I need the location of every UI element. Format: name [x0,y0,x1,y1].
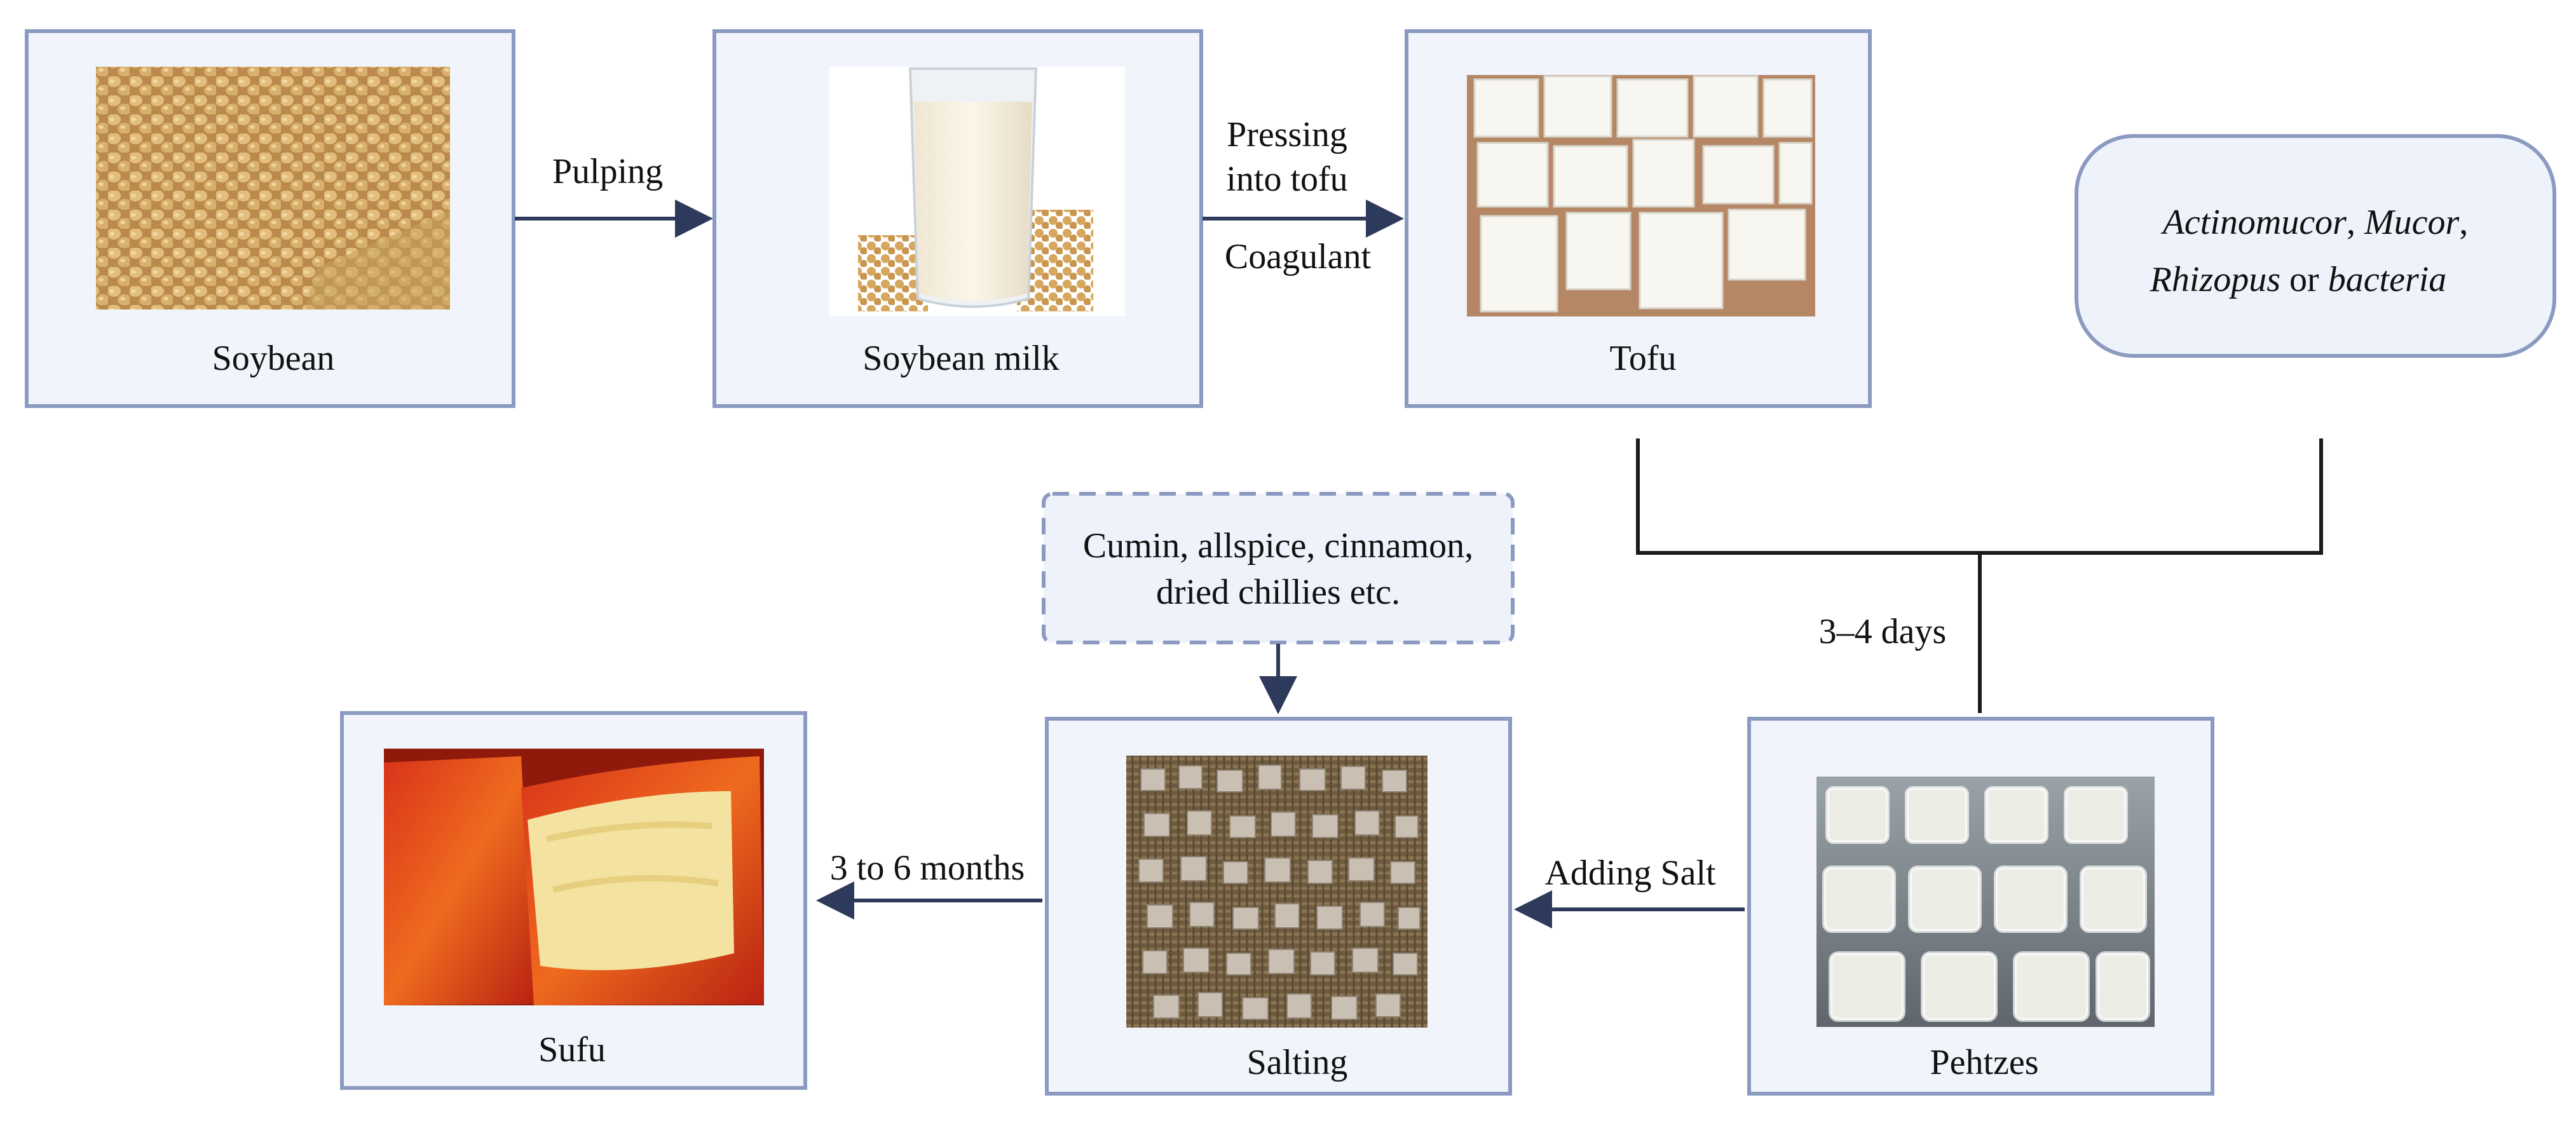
pressing-label-line2: into tofu [1226,160,1347,199]
step-sufu: Sufu [340,711,807,1090]
step-salting: Salting [1045,717,1512,1096]
months-label: 3 to 6 months [830,848,1025,888]
coagulant-label: Coagulant [1225,237,1372,276]
tofu-image [1467,75,1815,316]
spices-box: Cumin, allspice, cinnamon, dried chillie… [1042,492,1515,644]
microbe-comma: , [2459,203,2468,242]
microbe-separator: , [2347,203,2364,242]
step-soybean: Soybean [25,29,515,408]
soybean-milk-label: Soybean milk [862,339,1060,378]
pressing-label-line1: Pressing [1227,115,1347,154]
microbe-or: or [2280,260,2328,299]
step-pehtzes: Pehtzes [1747,717,2214,1096]
microbe-bacteria: bacteria [2328,260,2447,299]
microbe-actinomucor: Actinomucor [2160,203,2347,242]
step-soybean-milk: Soybean milk [712,29,1203,408]
microbe-mucor: Mucor [2364,203,2460,242]
sufu-label: Sufu [538,1030,606,1070]
microbes-box: Actinomucor, Mucor, Rhizopus or bacteria [2075,134,2556,358]
salting-label: Salting [1247,1043,1348,1082]
spices-line1: Cumin, allspice, cinnamon, [1083,526,1473,566]
soybean-image [96,67,450,309]
pehtzes-image [1816,777,2155,1027]
spices-line2: dried chillies etc. [1156,573,1400,612]
merge-connector [1636,438,2323,713]
microbe-rhizopus: Rhizopus [2150,260,2280,299]
tofu-label: Tofu [1610,339,1677,378]
pehtzes-label: Pehtzes [1930,1043,2038,1082]
microbes-line2: Rhizopus or bacteria [2150,260,2447,299]
soybean-milk-image [829,67,1125,316]
soybean-label: Soybean [212,339,335,378]
sufu-image [384,749,764,1005]
days-label: 3–4 days [1819,612,1947,651]
pulping-label: Pulping [552,152,663,191]
microbes-line1: Actinomucor, Mucor, [2160,203,2469,242]
step-tofu: Tofu [1405,29,1872,408]
adding-salt-label: Adding Salt [1544,853,1716,893]
salting-image [1126,756,1428,1028]
